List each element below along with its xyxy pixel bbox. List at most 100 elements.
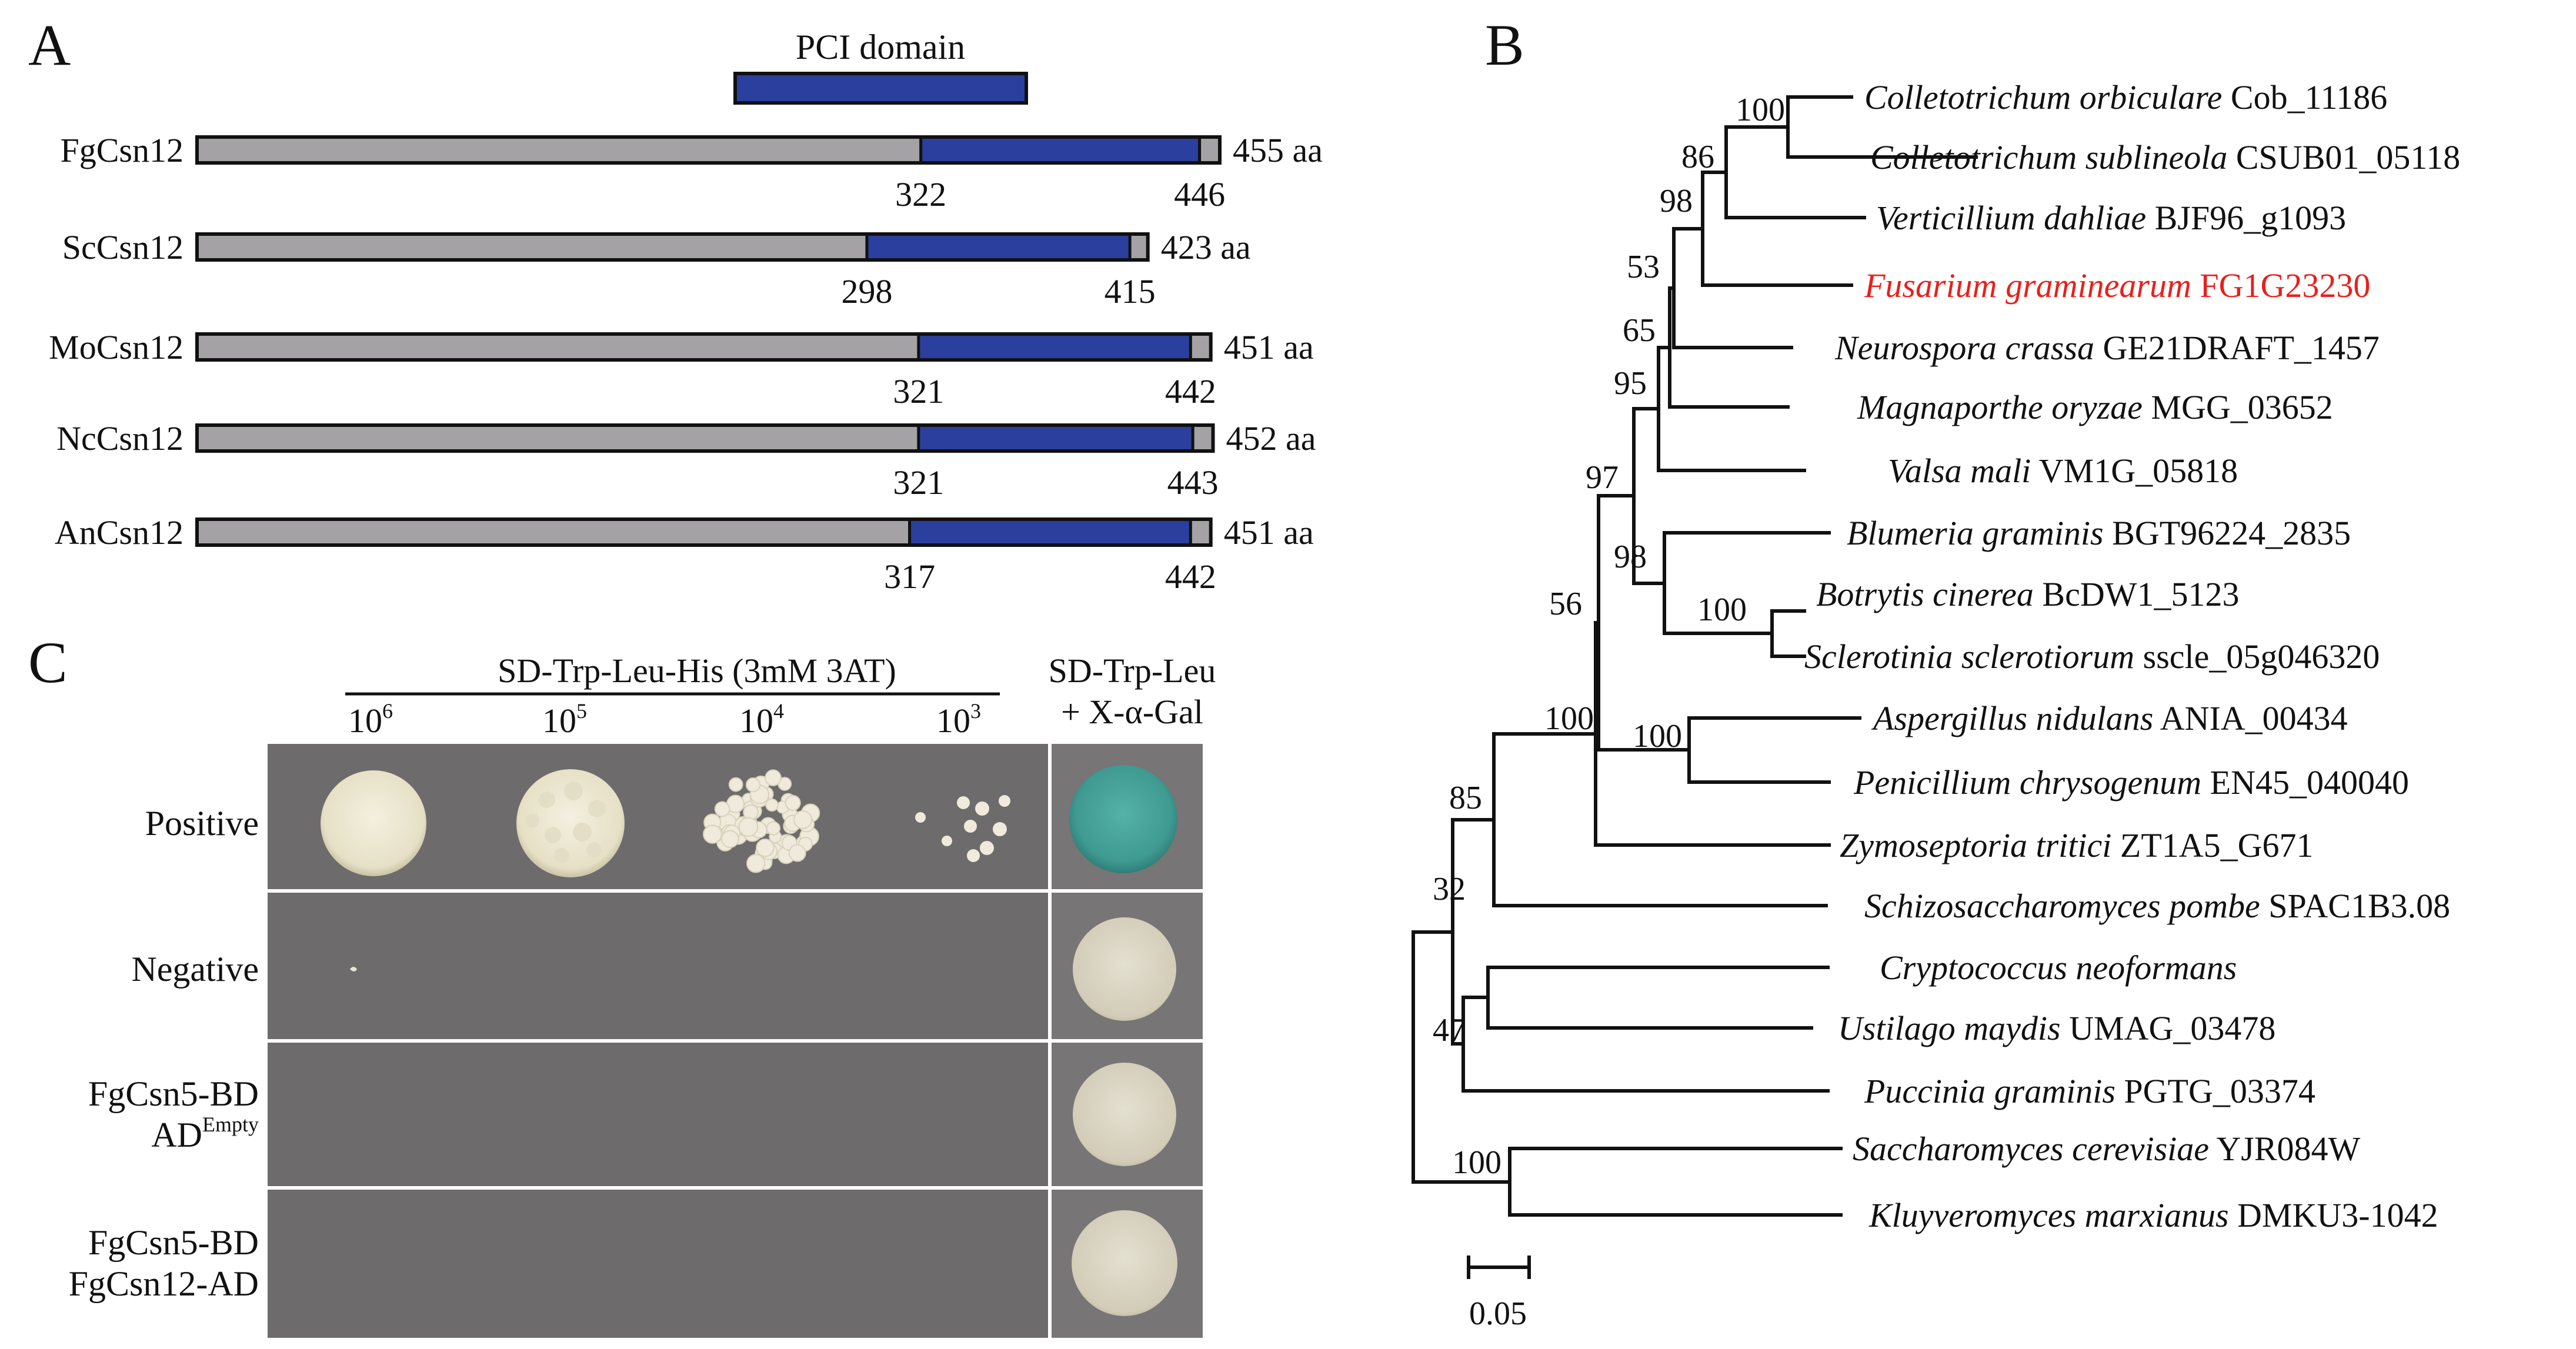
tree-branch-saccharomyces-kluyveromyces xyxy=(1508,1147,1843,1217)
taxon-species: Magnaporthe oryzae xyxy=(1857,388,2143,426)
taxon-gene-id: ANIA_00434 xyxy=(2153,699,2347,737)
bootstrap-value: 32 xyxy=(1433,871,1466,907)
taxon-label: Penicillium chrysogenum EN45_040040 xyxy=(1853,763,2409,802)
pci-end-label: 442 xyxy=(1165,557,1216,596)
taxon-label: Magnaporthe oryzae MGG_03652 xyxy=(1857,388,2333,426)
pci-domain-legend-box xyxy=(733,72,1028,105)
protein-length-label: 451 aa xyxy=(1224,328,1314,366)
pci-start-label: 322 xyxy=(895,175,946,213)
tree-scale-bar xyxy=(1467,1255,1531,1279)
tree-branch-neurospora xyxy=(1672,227,1793,349)
pci-start-label: 321 xyxy=(893,372,944,410)
plate-dividers xyxy=(268,744,1203,1338)
bootstrap-value: 98 xyxy=(1660,183,1693,219)
pci-start-label: 298 xyxy=(841,272,892,310)
taxon-species: Blumeria graminis xyxy=(1847,514,2104,552)
pci-domain-bar xyxy=(918,334,1191,360)
tree-branch-schizosaccharomyces xyxy=(1492,732,1828,907)
protein-name-label: AnCsn12 xyxy=(55,513,183,552)
bootstrap-value: 95 xyxy=(1614,365,1647,402)
phylogenetic-tree-branches xyxy=(1412,95,1978,1279)
selective-medium-label: SD-Trp-Leu-His (3mM 3AT) xyxy=(498,652,896,690)
taxon-label: Ustilago maydis UMAG_03478 xyxy=(1838,1009,2275,1047)
taxon-label: Blumeria graminis BGT96224_2835 xyxy=(1847,514,2351,552)
taxon-gene-id: CSUB01_05118 xyxy=(2227,138,2460,176)
colony-spot-positive-1e3 xyxy=(915,795,1010,862)
tree-branch-valsa xyxy=(1657,346,1806,472)
pci-end-label: 446 xyxy=(1174,175,1225,213)
taxon-species: Saccharomyces cerevisiae xyxy=(1853,1130,2209,1168)
taxon-gene-id: YJR084W xyxy=(2209,1130,2360,1168)
protein-outline xyxy=(195,423,1215,453)
bootstrap-value: 98 xyxy=(1614,539,1647,575)
colony-spot-row4-control xyxy=(1072,1210,1177,1316)
colony-spot-positive-1e6 xyxy=(321,770,426,876)
bootstrap-value: 100 xyxy=(1544,700,1594,737)
taxon-species: Cryptococcus neoformans xyxy=(1880,949,2237,987)
protein-outline xyxy=(195,517,1213,547)
protein-outline xyxy=(195,232,1150,262)
yeast-two-hybrid-row-labels: PositiveNegativeFgCsn5-BDADEmptyFgCsn5-B… xyxy=(69,804,259,1303)
taxon-gene-id: sscle_05g046320 xyxy=(2134,637,2380,676)
control-medium-label-line1: SD-Trp-Leu xyxy=(1049,652,1216,690)
row-label-line1: FgCsn5-BD xyxy=(88,1223,259,1262)
taxon-gene-id: SPAC1B3.08 xyxy=(2260,887,2450,925)
taxon-gene-id: Cob_11186 xyxy=(2222,78,2387,116)
taxon-gene-id: BGT96224_2835 xyxy=(2104,514,2351,552)
negative-row-colonies xyxy=(350,917,1176,1021)
taxon-species: Schizosaccharomyces pombe xyxy=(1864,887,2260,925)
protein-name-label: FgCsn12 xyxy=(60,131,183,169)
taxon-species: Valsa mali xyxy=(1888,452,2031,490)
tree-branch-aspergillus-penicillium xyxy=(1687,716,1861,784)
bootstrap-value: 56 xyxy=(1549,586,1582,622)
taxon-label: Cryptococcus neoformans xyxy=(1880,949,2237,987)
dilution-label: 104 xyxy=(739,699,784,740)
bootstrap-value: 97 xyxy=(1586,459,1619,496)
taxon-label: Neurospora crassa GE21DRAFT_1457 xyxy=(1834,329,2380,367)
taxon-label: Colletotrichum sublineola CSUB01_05118 xyxy=(1870,138,2460,176)
taxon-label: Zymoseptoria tritici ZT1A5_G671 xyxy=(1840,826,2314,864)
row-label-line1: FgCsn5-BD xyxy=(88,1074,259,1113)
panel-a-label: A xyxy=(28,12,71,78)
taxon-species: Colletotrichum orbiculare xyxy=(1864,78,2222,116)
pci-domain-bar xyxy=(918,425,1193,451)
row-label-line2: ADEmpty xyxy=(151,1113,259,1154)
pci-domain-legend-label: PCI domain xyxy=(796,28,965,66)
bootstrap-value: 100 xyxy=(1697,592,1747,628)
bootstrap-value: 85 xyxy=(1449,780,1482,816)
positive-row-colonies xyxy=(321,765,1177,877)
taxon-gene-id: BJF96_g1093 xyxy=(2146,199,2346,237)
taxon-gene-id: EN45_040040 xyxy=(2201,763,2409,802)
protein-name-label: MoCsn12 xyxy=(49,328,183,366)
panel-b-label: B xyxy=(1485,12,1524,78)
taxon-gene-id: GE21DRAFT_1457 xyxy=(2094,329,2380,367)
taxon-species: Aspergillus nidulans xyxy=(1871,699,2153,737)
taxon-label: Colletotrichum orbiculare Cob_11186 xyxy=(1864,78,2387,116)
pci-domain-bar xyxy=(920,137,1200,163)
taxon-gene-id: MGG_03652 xyxy=(2143,388,2333,426)
protein-length-label: 452 aa xyxy=(1226,419,1316,458)
bootstrap-value: 100 xyxy=(1736,92,1785,128)
taxon-gene-id: DMKU3-1042 xyxy=(2229,1196,2438,1234)
pci-start-label: 321 xyxy=(893,463,944,502)
protein-row-MoCsn12: MoCsn12 451 aa 321 442 xyxy=(49,328,1314,410)
pci-end-label: 442 xyxy=(1165,372,1216,410)
panel-c: C SD-Trp-Leu-His (3mM 3AT) SD-Trp-Leu + … xyxy=(28,630,1216,1338)
tree-branch-verticillium xyxy=(1724,125,1866,219)
scale-bar-label: 0.05 xyxy=(1469,1295,1527,1332)
taxon-gene-id: PGTG_03374 xyxy=(2115,1072,2315,1110)
taxon-species: Verticillium dahliae xyxy=(1876,199,2146,237)
bootstrap-value: 47 xyxy=(1433,1012,1466,1049)
colony-spot-positive-xgal-blue xyxy=(1069,765,1177,873)
pci-end-label: 415 xyxy=(1105,272,1156,310)
pci-end-label: 443 xyxy=(1167,463,1219,502)
